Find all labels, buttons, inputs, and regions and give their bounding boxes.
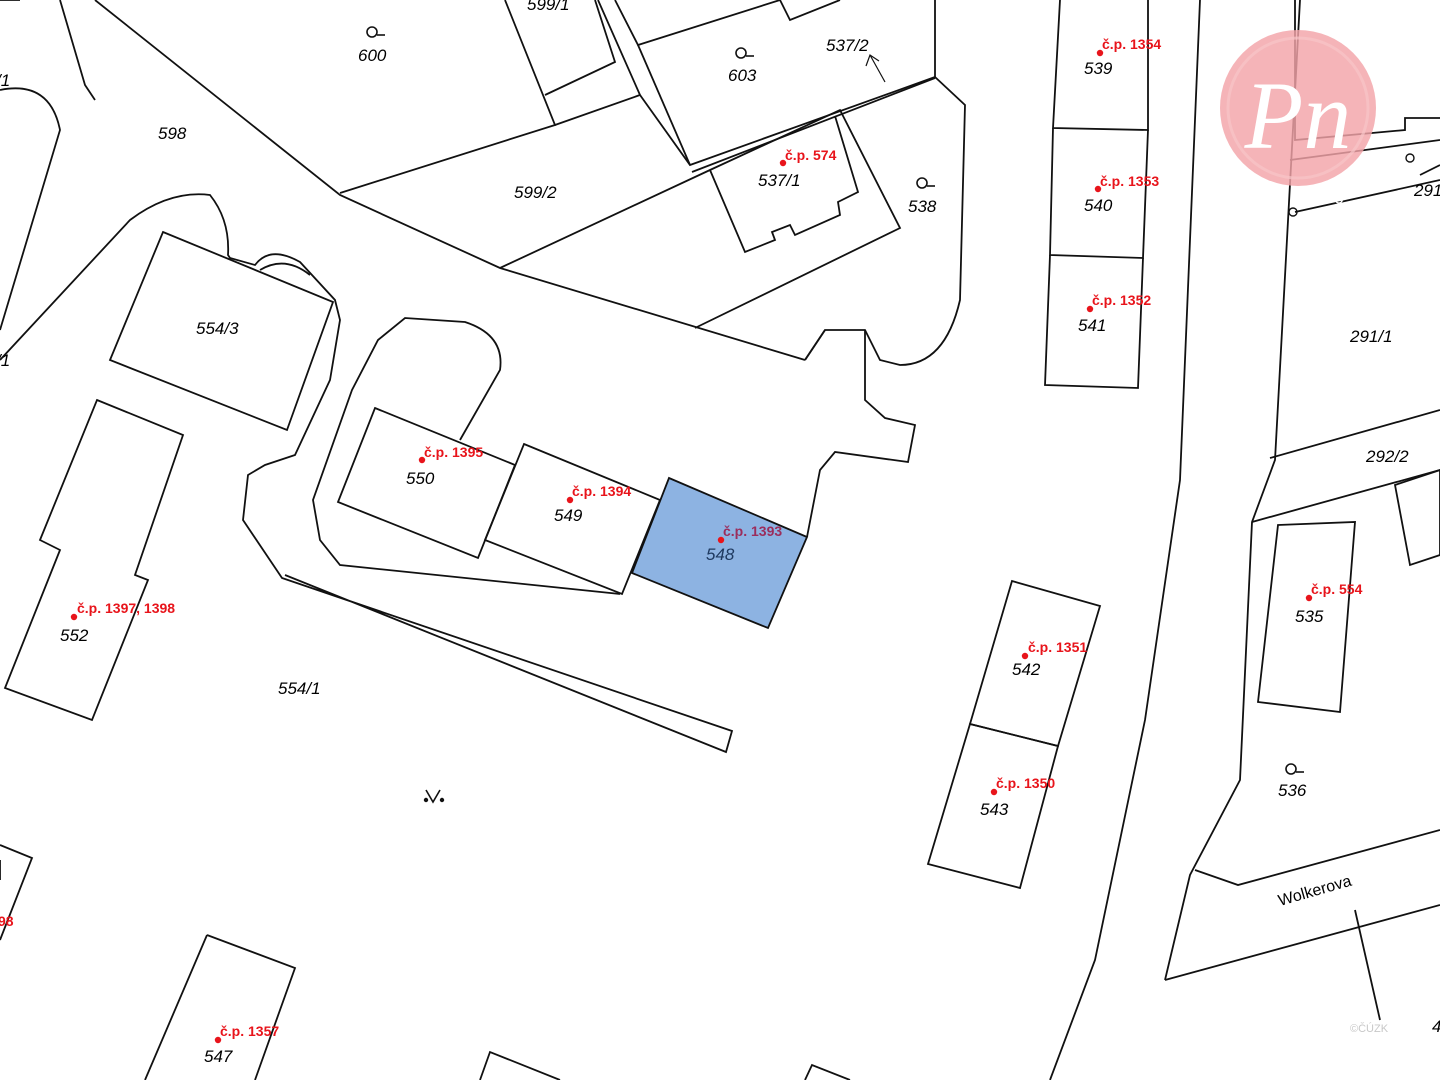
- house-number-1394: č.p. 1394: [572, 483, 631, 499]
- parcel-label-537-1: 537/1: [758, 171, 801, 190]
- house-number-554: č.p. 554: [1311, 581, 1363, 597]
- house-number-1350: č.p. 1350: [996, 775, 1055, 791]
- parcel-label-600: 600: [358, 46, 387, 65]
- parcel-label-550: 550: [406, 469, 435, 488]
- parcel-label-538: 538: [908, 197, 937, 216]
- parcel-label-549: 549: [554, 506, 583, 525]
- parcel-label-536: 536: [1278, 781, 1307, 800]
- copyright-label: ©ČÚZK: [1350, 1022, 1389, 1035]
- pn-holding-logo: Pn holding: [1220, 30, 1376, 204]
- house-number-edge: 98: [0, 913, 14, 929]
- house-number-labels: č.p. 1354 č.p. 1353 č.p. 1352 č.p. 574 č…: [0, 36, 1363, 1039]
- parcel-label-291-1: 291/1: [1349, 327, 1393, 346]
- house-number-1357: č.p. 1357: [220, 1023, 279, 1039]
- garden-symbol-icon: [366, 26, 1304, 775]
- street-label-wolkerova: Wolkerova: [1276, 873, 1353, 910]
- parcel-label-541: 541: [1078, 316, 1106, 335]
- parcel-label-599-1: 599/1: [527, 0, 570, 14]
- parcel-label-edge-left-mid: /1: [0, 351, 10, 370]
- parcel-label-547: 547: [204, 1047, 233, 1066]
- parcel-label-edge-bottom-right: 4: [1432, 1017, 1440, 1036]
- direction-arrow-icon: [865, 54, 886, 83]
- house-number-1353: č.p. 1353: [1100, 173, 1159, 189]
- house-number-1397-1398: č.p. 1397, 1398: [77, 600, 175, 616]
- parcel-label-535: 535: [1295, 607, 1324, 626]
- house-number-dots: [70, 49, 1313, 1044]
- parcel-label-540: 540: [1084, 196, 1113, 215]
- parcel-label-292-2: 292/2: [1365, 447, 1409, 466]
- parcel-label-537-2: 537/2: [826, 36, 869, 55]
- parcel-label-543: 543: [980, 800, 1009, 819]
- survey-point-markers: [1288, 153, 1415, 217]
- parcel-label-539: 539: [1084, 59, 1113, 78]
- house-number-1395: č.p. 1395: [424, 444, 483, 460]
- logo-subtitle: holding: [1248, 185, 1352, 204]
- parcel-label-542: 542: [1012, 660, 1041, 679]
- parcel-label-554-3: 554/3: [196, 319, 239, 338]
- house-number-1354: č.p. 1354: [1102, 36, 1161, 52]
- house-number-1352: č.p. 1352: [1092, 292, 1151, 308]
- parcel-label-598: 598: [158, 124, 187, 143]
- highlighted-building-548[interactable]: [630, 476, 809, 630]
- house-number-1393: č.p. 1393: [723, 523, 782, 539]
- parcel-label-edge-left-top: /1: [0, 71, 10, 90]
- parcel-label-554-1: 554/1: [278, 679, 321, 698]
- house-number-574: č.p. 574: [785, 147, 837, 163]
- grass-symbol-icon: [423, 789, 445, 804]
- parcel-label-599-2: 599/2: [514, 183, 557, 202]
- parcel-label-291-edge: 291: [1413, 181, 1440, 200]
- logo-monogram: Pn: [1244, 62, 1352, 169]
- parcel-label-603: 603: [728, 66, 757, 85]
- parcel-label-548: 548: [706, 545, 735, 564]
- house-number-1351: č.p. 1351: [1028, 639, 1087, 655]
- parcel-label-552: 552: [60, 626, 89, 645]
